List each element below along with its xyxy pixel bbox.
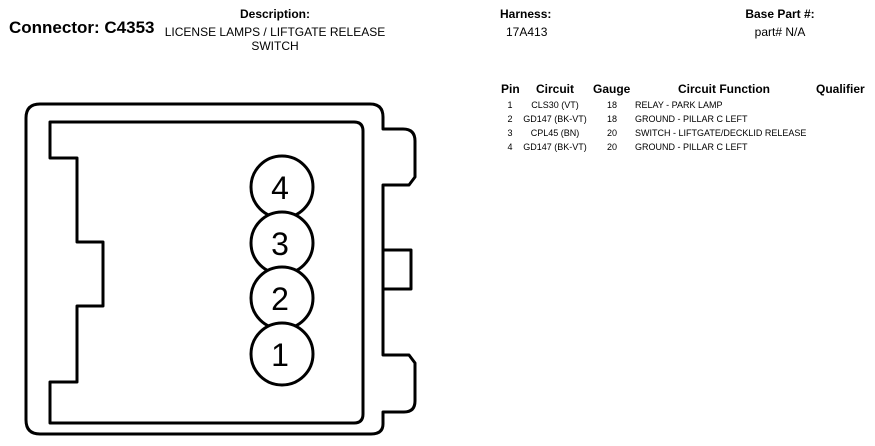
- description-line-2: SWITCH: [251, 39, 299, 53]
- row-gauge: 20: [606, 128, 617, 138]
- row-gauge: 20: [606, 142, 617, 152]
- description-heading: Description:: [239, 7, 310, 21]
- pin-label-1: 1: [271, 337, 289, 373]
- pin-label-4: 4: [271, 170, 289, 206]
- row-circuit: CPL45 (BN): [530, 128, 580, 138]
- header-pin: Pin: [501, 82, 520, 96]
- base-part-heading: Base Part #:: [745, 7, 815, 21]
- pin-label-2: 2: [271, 281, 289, 317]
- pin-cavity-1: [249, 321, 315, 387]
- header-circuit-function: Circuit Function: [678, 82, 770, 96]
- connector-title: Connector: C4353: [9, 18, 155, 37]
- row-function: GROUND - PILLAR C LEFT: [635, 114, 748, 124]
- row-function: RELAY - PARK LAMP: [635, 100, 723, 110]
- row-pin: 4: [507, 142, 513, 152]
- row-circuit: GD147 (BK-VT): [523, 114, 587, 124]
- row-pin: 3: [507, 128, 513, 138]
- row-function: GROUND - PILLAR C LEFT: [635, 142, 748, 152]
- connector-outer-housing: [24, 102, 417, 436]
- header-gauge: Gauge: [593, 82, 631, 96]
- harness-value: 17A413: [506, 25, 548, 39]
- pin-label-3: 3: [271, 226, 289, 262]
- base-part-value: part# N/A: [754, 25, 806, 39]
- row-function: SWITCH - LIFTGATE/DECKLID RELEASE: [635, 128, 807, 138]
- connector-locking-tab: [383, 248, 413, 291]
- row-gauge: 18: [606, 114, 617, 124]
- row-circuit: GD147 (BK-VT): [523, 142, 587, 152]
- description-line-1: LICENSE LAMPS / LIFTGATE RELEASE: [164, 25, 386, 39]
- row-pin: 2: [507, 114, 513, 124]
- row-circuit: CLS30 (VT): [531, 100, 579, 110]
- header-qualifier: Qualifier: [816, 82, 865, 96]
- row-gauge: 18: [606, 100, 617, 110]
- header-circuit: Circuit: [536, 82, 575, 96]
- description-text: LICENSE LAMPS / LIFTGATE RELEASE SWITCH: [150, 25, 400, 53]
- harness-heading: Harness:: [500, 7, 552, 21]
- connector-inner-cavity: [48, 120, 365, 425]
- row-pin: 1: [507, 100, 513, 110]
